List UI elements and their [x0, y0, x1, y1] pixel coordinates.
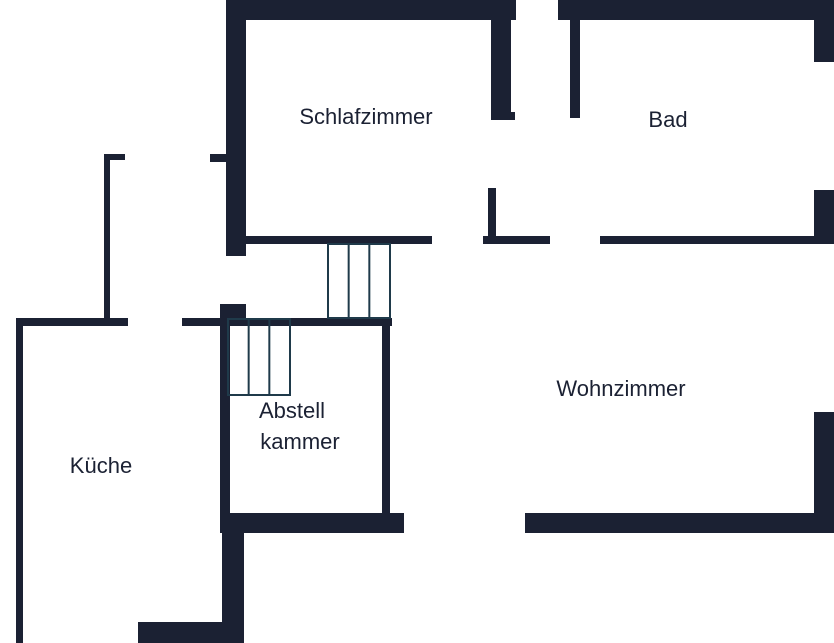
room-label-abstellkammer-line1: Abstell: [259, 398, 325, 423]
room-label-kueche: Küche: [70, 453, 132, 478]
wall-storage-left: [220, 318, 230, 514]
wall-hall-stub: [488, 188, 496, 244]
wall-storage-right: [382, 318, 390, 514]
wall-kitchen-bottom: [138, 622, 244, 643]
walls: [16, 0, 834, 643]
wall-bedroom-left: [226, 0, 246, 256]
stair-frame: [227, 318, 291, 396]
wall-bath-right-lower: [814, 190, 834, 244]
wall-bedroom-left-stub: [210, 154, 246, 162]
wall-storage-top: [182, 318, 392, 326]
wall-kitchen-left: [16, 318, 23, 643]
stair-upper: [327, 243, 391, 319]
wall-storage-bottom: [220, 513, 404, 533]
wall-living-right: [814, 412, 834, 533]
wall-bath-right-upper: [814, 0, 834, 62]
wall-kitchen-right: [222, 513, 244, 643]
wall-living-bottom: [525, 513, 834, 533]
room-label-wohnzimmer: Wohnzimmer: [556, 376, 685, 401]
wall-bath-bottom-left: [483, 236, 550, 244]
room-label-bad: Bad: [648, 107, 687, 132]
wall-bedroom-right-stub: [491, 112, 515, 120]
wall-hall-left: [104, 154, 110, 324]
wall-bath-left: [570, 0, 580, 118]
wall-hall-top-stub: [104, 154, 125, 160]
stair-frame: [327, 243, 391, 319]
wall-kitchen-top: [16, 318, 128, 326]
room-label-schlafzimmer: Schlafzimmer: [299, 104, 432, 129]
stair-lower: [227, 318, 291, 396]
wall-bedroom-bottom: [246, 236, 432, 244]
wall-bath-top: [558, 0, 834, 20]
wall-bath-bottom-right: [600, 236, 834, 244]
stairs: [227, 243, 391, 396]
wall-bedroom-right: [491, 0, 511, 118]
wall-bedroom-top: [226, 0, 516, 20]
room-label-abstellkammer-line2: kammer: [260, 429, 339, 454]
